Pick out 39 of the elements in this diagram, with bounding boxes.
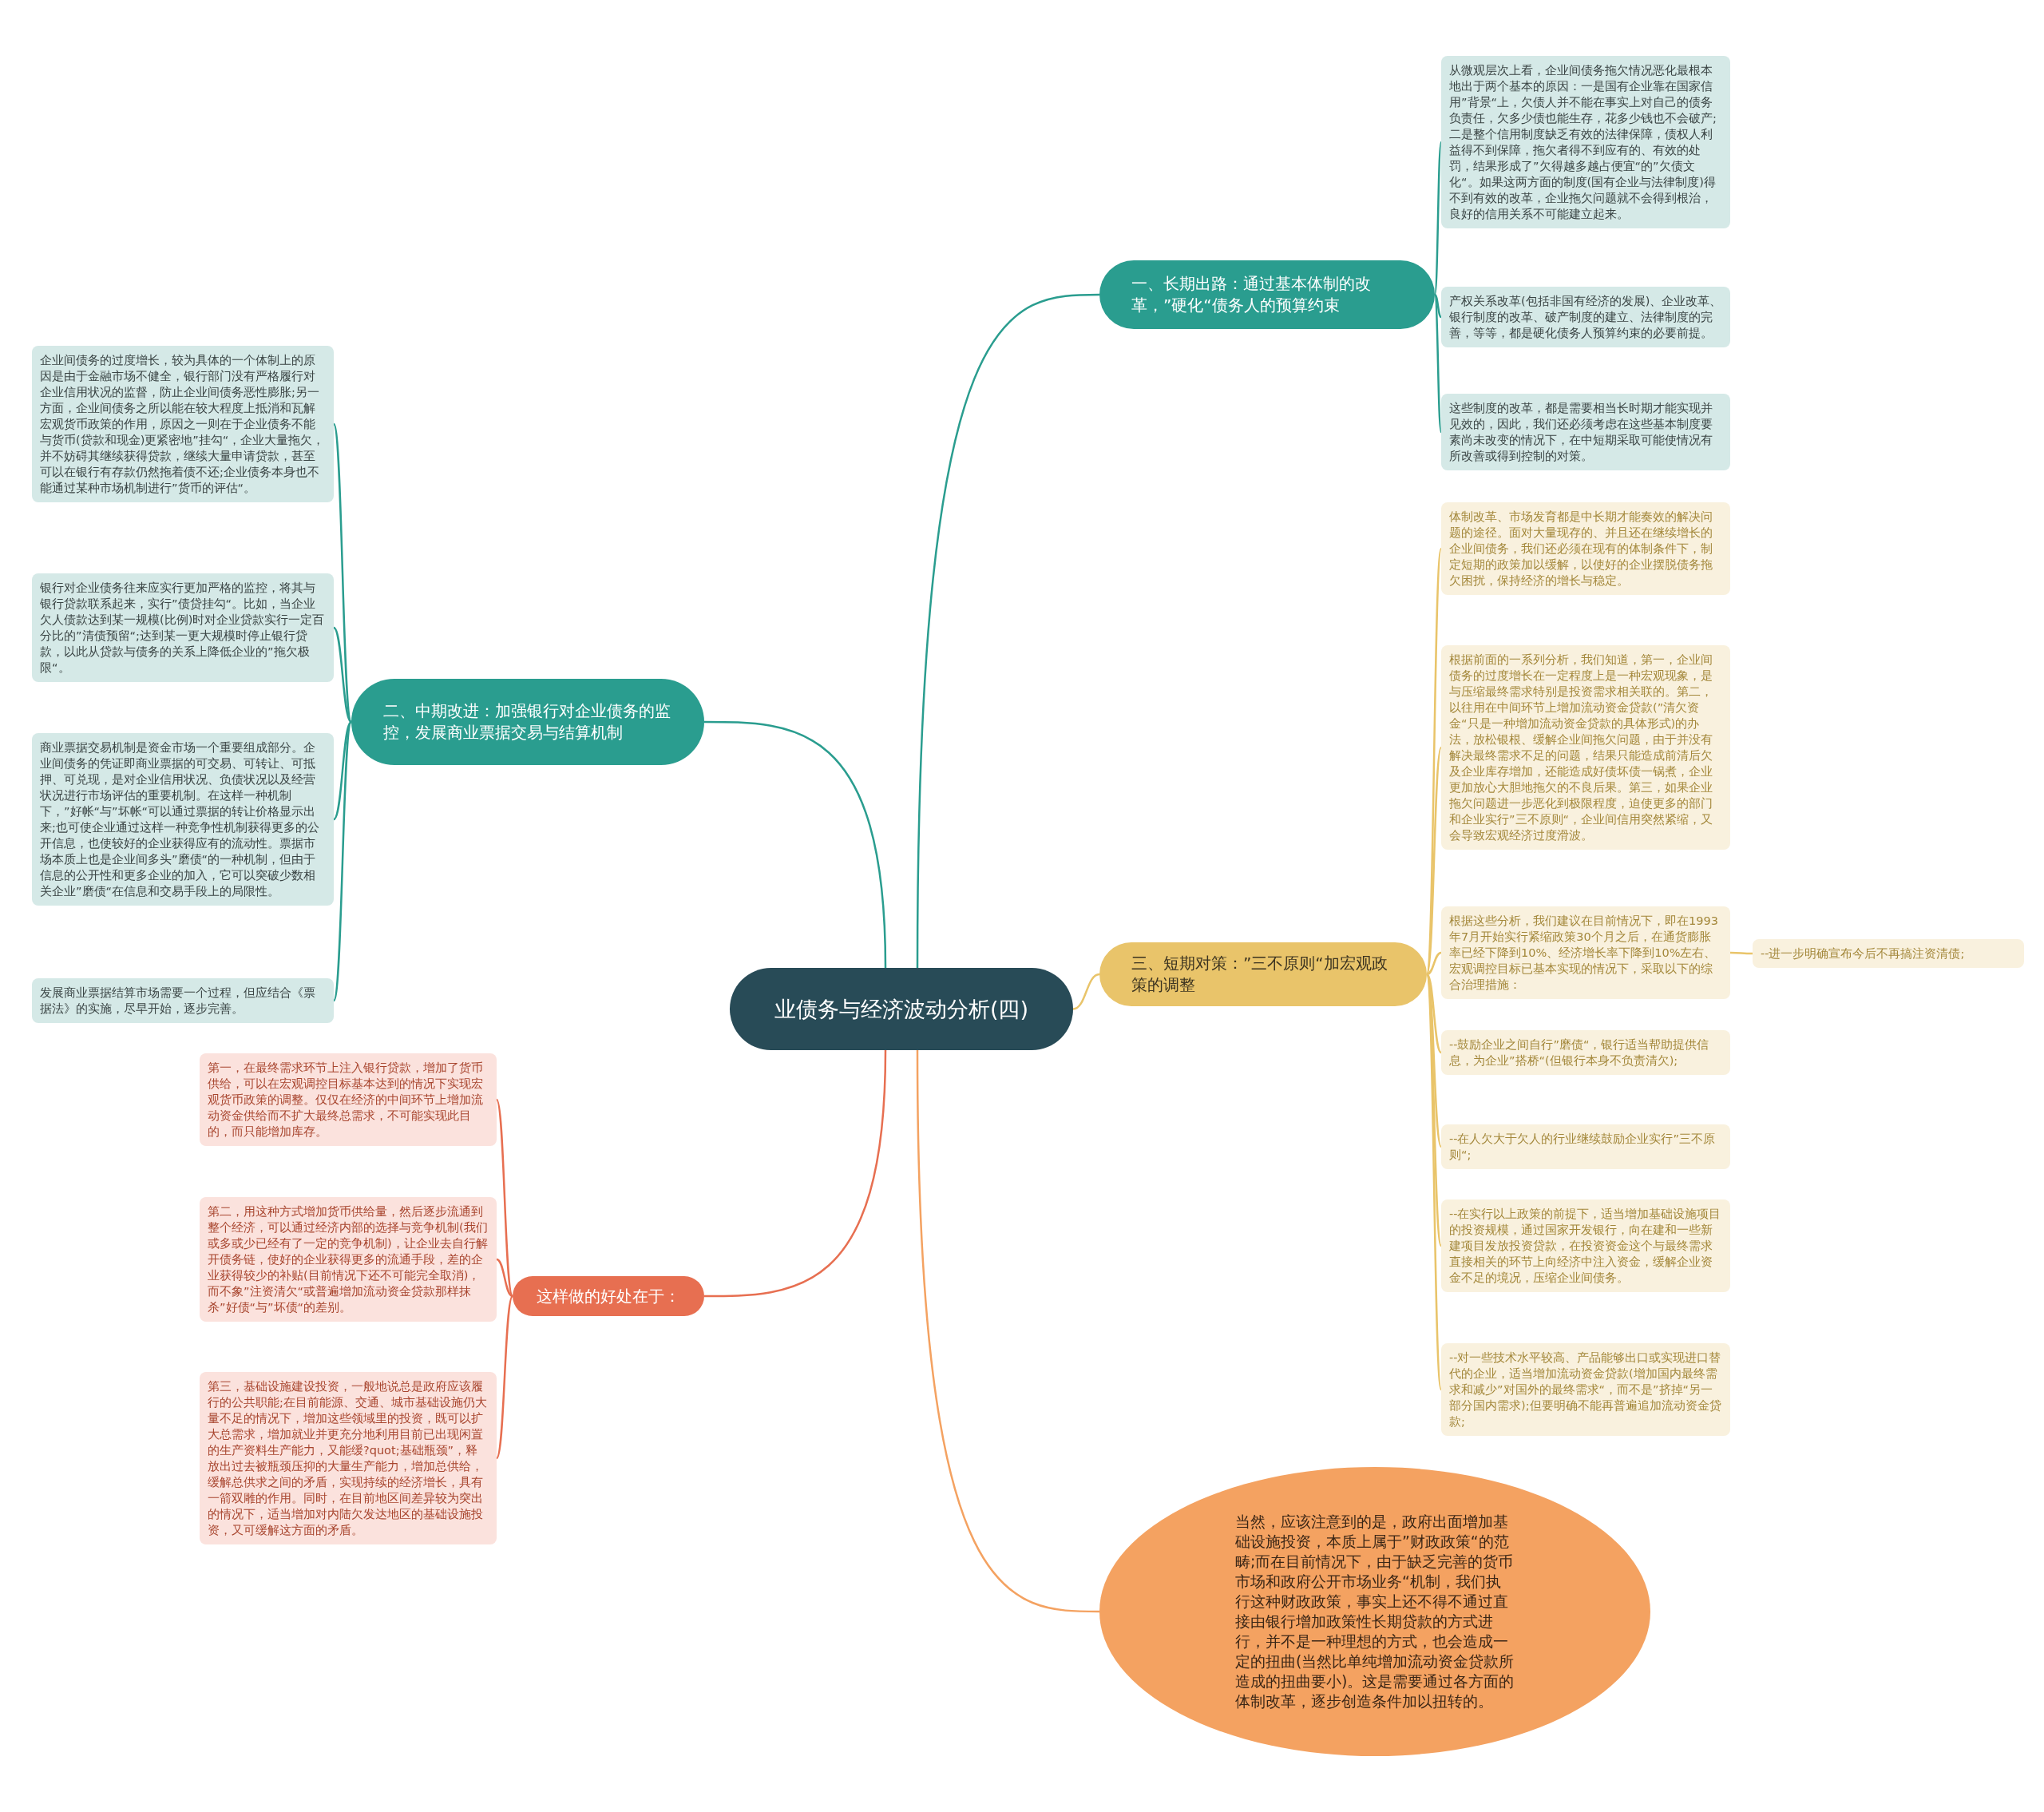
connector-line: [1434, 294, 1442, 318]
note-card: 第二，用这种方式增加货币供给量，然后逐步流通到整个经济，可以通过经济内部的选择与竞争机制(我们或多或少已经有了一定的竞争机制)，让企业去自行解开债务链，使好的企业获得更多的流通手段，差的企业获得较少的补贴(目前情况下还不可能完全取消)，而不象”注资清欠“或普遍增加流动资金贷款那样抹杀”好债“与”坏债“的差别。: [200, 1197, 497, 1322]
connector-line: [704, 1049, 887, 1298]
note-card: --进一步明确宣布今后不再搞注资清债;: [1753, 939, 2024, 968]
note-card: 第三，基础设施建设投资，一般地说总是政府应该履行的公共职能;在目前能源、交通、城市基础设施仍大量不足的情况下，增加这些领域里的投资，既可以扩大总需求，增加就业并更充分地利用目前已出现闲置的生产资料生产能力，又能缓?quot;基础瓶颈”，释放出过去被瓶颈压抑的大量生产能力，增加总供给，缓解总供求之间的矛盾，实现持续的经济增长，具有一箭双雕的作用。同时，在目前地区间差异较为突出的情况下，适当增加对内陆欠发达地区的基础设施投资，又可缓解这方面的矛盾。: [200, 1372, 497, 1544]
note-card: 体制改革、市场发育都是中长期才能奏效的解决问题的途径。面对大量现存的、并且还在继续增长的企业间债务，我们还必须在现有的体制条件下，制定短期的政策加以缓解，以使好的企业摆脱债务拖欠困扰，保持经济的增长与稳定。: [1441, 502, 1730, 595]
connector-line: [333, 627, 352, 723]
note-card: 第一，在最终需求环节上注入银行贷款，增加了货币供给，可以在宏观调控目标基本达到的情况下实现宏观货币政策的调整。仅仅在经济的中间环节上增加流动资金供给而不扩大最终总需求，不可能实现此目的，而只能增加库存。: [200, 1053, 497, 1146]
note-card: --在人欠大于欠人的行业继续鼓励企业实行”三不原则“;: [1441, 1124, 1730, 1169]
connector-line: [916, 1050, 1099, 1613]
note-card: 商业票据交易机制是资金市场一个重要组成部分。企业间债务的凭证即商业票据的可交易、可转让、可抵押、可兑现，是对企业信用状况、负债状况以及经营状况进行市场评估的重要机制。在这样一种机制下，”好帐“与”坏帐“可以通过票据的转让价格显示出来;也可使企业通过这样一种竞争性机制获得更多的公开信息，也使较好的企业获得应有的流动性。票据市场本质上也是企业间多头”磨债“的一种机制，但由于信息的公开性和更多企业的加入，它可以突破少数相关企业”磨债“在信息和交易手段上的局限性。: [32, 733, 334, 906]
connector-line: [495, 1099, 514, 1297]
connector-line: [1426, 973, 1442, 1053]
branch-topic: 这样做的好处在于：: [513, 1276, 704, 1316]
ellipse-topic: 当然，应该注意到的是，政府出面增加基础设施投资，本质上属于”财政政策“的范畴;而在目前情况下，由于缺乏完善的货币市场和政府公开市场业务“机制，我们执行这种财政政策，事实上还不得不通过直接由银行增加政策性长期贷款的方式进行，并不是一种理想的方式，也会造成一定的扭曲(当然比单纯增加流动资金贷款所造成的扭曲要小)。这是需要通过各方面的体制改革，逐步创造条件加以扭转的。: [1099, 1467, 1650, 1756]
connector-line: [916, 293, 1100, 968]
note-card: --对一些技术水平较高、产品能够出口或实现进口替代的企业，适当增加流动资金贷款(增加国内最终需求和减少”对国外的最终需求“，而不是”挤掉“另一部分国内需求);但要明确不能再普遍追加流动资金贷款;: [1441, 1343, 1730, 1436]
note-card: 银行对企业债务往来应实行更加严格的监控，将其与银行贷款联系起来，实行”债贷挂勾“。比如，当企业欠人债款达到某一规模(比例)时对企业贷款实行一定百分比的”清债预留“;达到某一更大规模时停止银行贷款，以此从贷款与债务的关系上降低企业的”拖欠极限“。: [32, 573, 334, 682]
note-card: 从微观层次上看，企业间债务拖欠情况恶化最根本地出于两个基本的原因：一是国有企业靠在国家信用”背景“上，欠债人并不能在事实上对自己的债务负责任，欠多少债也能生存，花多少钱也不会破产;二是整个信用制度缺乏有效的法律保障，债权人利益得不到保障，拖欠者得不到应有的、有效的处罚，结果形成了”欠得越多越占便宜“的”欠债文化“。如果这两方面的制度(国有企业与法律制度)得不到有效的改革，企业拖欠问题就不会得到根治，良好的信用关系不可能建立起来。: [1441, 56, 1730, 228]
connector-line: [704, 720, 887, 969]
note-card: 发展商业票据结算市场需要一个过程，但应结合《票据法》的实施，尽早开始，逐步完善。: [32, 978, 334, 1023]
note-card: 根据这些分析，我们建议在目前情况下，即在1993年7月开始实行紧缩政策30个月之后，在通货膨胀率已经下降到10%、经济增长率下降到10%左右、宏观调控目标已基本实现的情况下，采取以下的综合治理措施：: [1441, 906, 1730, 999]
connector-line: [1426, 951, 1442, 976]
connector-line: [332, 721, 353, 1001]
branch-topic: 二、中期改进：加强银行对企业债务的监控，发展商业票据交易与结算机制: [351, 679, 704, 765]
connector-line: [1072, 973, 1100, 1010]
note-card: 根据前面的一系列分析，我们知道，第一，企业间债务的过度增长在一定程度上是一种宏观现象，是与压缩最终需求特别是投资需求相关联的。第二，以往用在中间环节上增加流动资金贷款(”清欠资金“只是一种增加流动资金贷款的具体形式)的办法，放松银根、缓解企业间拖欠问题，由于并没有解决最终需求不足的问题，结果只能造成前清后欠及企业库存增加，还能造成好债坏债一锅煮，企业更加放心大胆地拖欠的不良后果。第三，如果企业拖欠问题进一步恶化到极限程度，迫使更多的部门和企业实行”三不原则“，企业间信用突然紧缩，又会导致宏观经济过度滑波。: [1441, 645, 1730, 850]
connector-line: [496, 1258, 513, 1298]
note-card: --鼓励企业之间自行”磨债“，银行适当帮助提供信息，为企业”搭桥“(但银行本身不负责清欠);: [1441, 1030, 1730, 1075]
connector-line: [495, 1295, 514, 1459]
note-card: 企业间债务的过度增长，较为具体的一个体制上的原因是由于金融市场不健全，银行部门没有严格履行对企业信用状况的监督，防止企业间债务恶性膨胀;另一方面，企业间债务之所以能在较大程度上抵消和瓦解宏观货币政策的作用，原因之一则在于企业债务不能与货币(贷款和现金)更紧密地”挂勾“，企业大量拖欠，并不妨碍其继续获得贷款，继续大量申请贷款，甚至可以在银行有存款仍然拖着债不还;企业债务本身也不能通过某种市场机制进行”货币的评估“。: [32, 346, 334, 502]
note-card: 这些制度的改革，都是需要相当长时期才能实现并见效的，因此，我们还必须考虑在这些基本制度要素尚未改变的情况下，在中短期采取可能使情况有所改善或得到控制的对策。: [1441, 394, 1730, 470]
central-topic: 业债务与经济波动分析(四): [730, 968, 1073, 1050]
connector-line: [333, 721, 352, 820]
note-card: --在实行以上政策的前提下，适当增加基础设施项目的投资规模，通过国家开发银行，向在建和一些新建项目发放投资贷款，在投资资金这个与最终需求直接相关的环节上向经济中注入资金，缓解企业资金不足的境况，压缩企业间债务。: [1441, 1199, 1730, 1292]
branch-topic: 三、短期对策：”三不原则“加宏观政策的调整: [1099, 942, 1427, 1006]
connector-line: [1730, 951, 1753, 955]
note-card: 产权关系改革(包括非国有经济的发展)、企业改革、银行制度的改革、破产制度的建立、法律制度的完善，等等，都是硬化债务人预算约束的必要前提。: [1441, 287, 1730, 347]
branch-topic: 一、长期出路：通过基本体制的改革，”硬化“债务人的预算约束: [1099, 260, 1435, 329]
